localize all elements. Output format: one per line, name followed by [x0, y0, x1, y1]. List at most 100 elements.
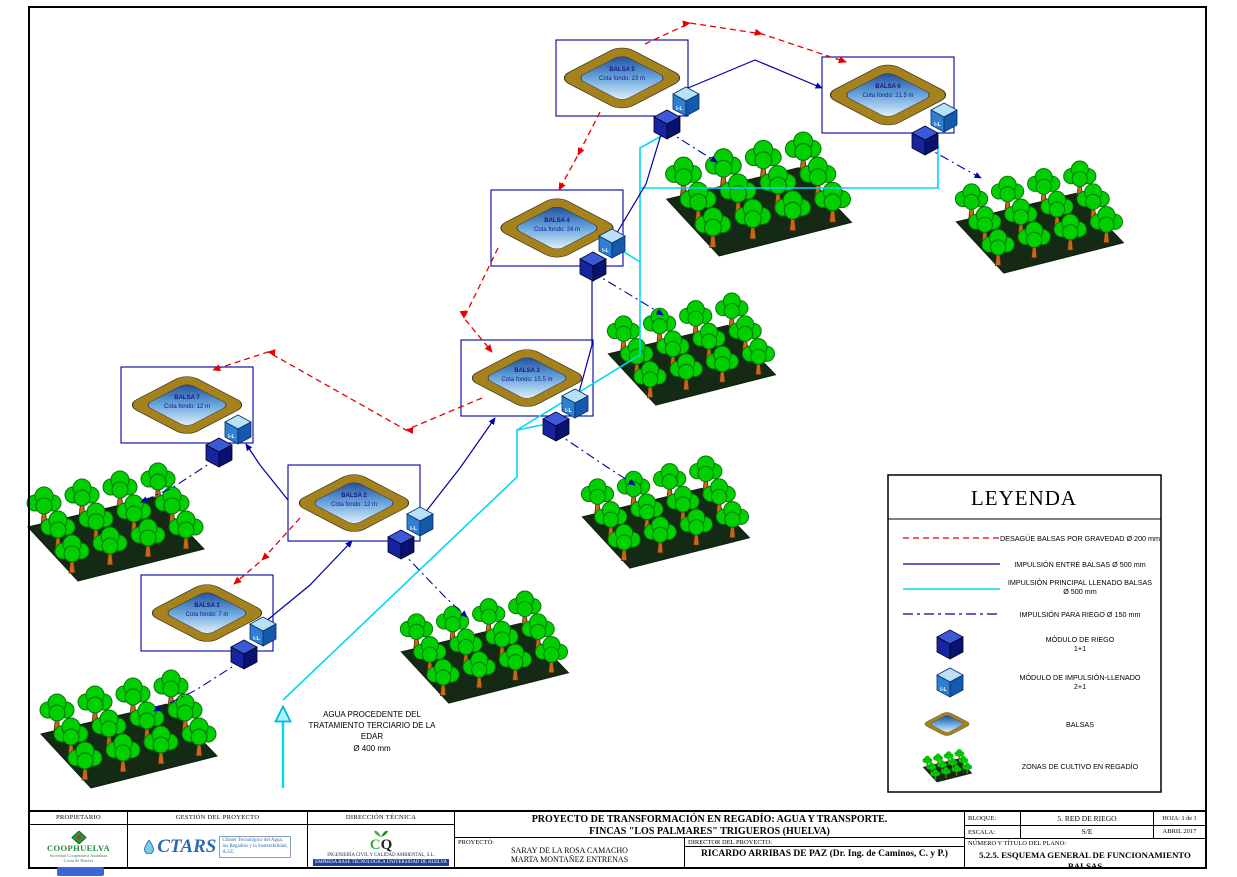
- bloque-value: 5. RED DE RIEGO: [1021, 812, 1154, 826]
- desague-balsa2-balsa1: [233, 517, 301, 585]
- impulsion-balsa1-balsa2: [264, 540, 353, 623]
- cq-letter-c: C: [369, 836, 381, 853]
- proyecto-label: PROYECTÓ:: [458, 839, 495, 846]
- riego-pipes: [140, 129, 982, 712]
- propietario-header: PROPIETARIO: [30, 812, 128, 825]
- title-block: PROPIETARIO GESTIÓN DEL PROYECTO DIRECCI…: [30, 810, 1205, 869]
- legend-item-sub: 1+1: [1074, 644, 1086, 653]
- crop-zone: [40, 670, 217, 788]
- project-title-line1: PROYECTO DE TRANSFORMACIÓN EN REGADÍO: A…: [531, 814, 888, 825]
- impulsion-balsa2-balsa7: [245, 443, 289, 501]
- balsa-cota: Cota fondo: 12 m: [331, 502, 377, 508]
- hoja-cell: HOJA: 1 de 1: [1154, 812, 1205, 826]
- balsa-name: BALSA 6: [875, 84, 901, 90]
- riego-balsa4: [591, 271, 664, 316]
- proyecto-name: MARTA MONTAÑEZ ENTRENAS: [510, 855, 629, 864]
- principal-branch-balsa4: [620, 249, 641, 263]
- riego-balsa2: [399, 549, 468, 618]
- impulsion-loops: [120, 39, 955, 652]
- balsa-name: BALSA 2: [341, 493, 367, 499]
- cq-university-line: EMPRESA BASE TECNOLÓGICA UNIVERSIDAD DE …: [313, 858, 449, 866]
- bottom-left-blue-mark: [57, 867, 104, 876]
- crop-zone: [666, 132, 852, 256]
- plano-label: NÚMERO Y TÍTULO DEL PLANO:: [968, 840, 1067, 847]
- ctars-logo: CTARS Clúster Tecnológico del Agua, los …: [128, 825, 308, 869]
- legend-item-label: IMPULSIÓN PARA RIEGO Ø 150 mm: [1020, 610, 1141, 619]
- principal-trunk: [282, 423, 548, 701]
- direccion-header: DIRECCIÓN TÉCNICA: [308, 812, 455, 825]
- balsa-name: BALSA 4: [544, 218, 570, 224]
- coophuelva-logo-icon: [70, 831, 87, 844]
- balsa-cota: Cota fondo: 7 m: [186, 612, 229, 618]
- balsa-3: BALSA 3 Cota fondo: 15.5 m: [465, 345, 589, 411]
- impulsion-balsa3-balsa4: [577, 266, 596, 397]
- crop-zone: [581, 456, 749, 568]
- loop-balsa-5: [555, 39, 689, 117]
- legend-item-label: MÓDULO DE RIEGO: [1046, 635, 1115, 644]
- desague-balsa5-balsa6: [644, 20, 847, 64]
- loop-balsa-1: [140, 574, 274, 652]
- legend-frame: [887, 474, 1162, 793]
- director-name: RICARDO ARRIBAS DE PAZ (Dr. Ing. de Cami…: [701, 849, 948, 859]
- desague-pipes: [212, 20, 847, 585]
- balsa-5: BALSA 5 Cota fondo: 23 m: [557, 44, 687, 112]
- riego-balsa5: [665, 129, 718, 163]
- coophuelva-sub: Costa de Huelva: [63, 858, 94, 863]
- legend-item-label: MÓDULO DE IMPULSIÓN-LLENADO: [1019, 673, 1140, 682]
- balsa-cota: Cota fondo: 15.5 m: [501, 377, 552, 383]
- riego-balsa3: [554, 431, 636, 486]
- loop-balsa-3: [460, 339, 594, 417]
- balsa-name: BALSA 5: [609, 67, 635, 73]
- impulsion-balsa4-balsa5: [614, 117, 668, 237]
- riego-balsa6: [923, 145, 982, 179]
- balsa-cota: Cota fondo: 12 m: [164, 404, 210, 410]
- balsa-name: BALSA 1: [194, 603, 220, 609]
- legend-item-sub: 2+1: [1074, 682, 1086, 691]
- legend-item-sub: Ø 500 mm: [1063, 587, 1097, 596]
- proyecto-name: SARAY DE LA ROSA CAMACHO: [511, 846, 628, 855]
- coophuelva-logo: COOPHUELVA Sociedad Cooperativa Andaluza…: [30, 825, 128, 869]
- legend-title: LEYENDA: [971, 486, 1077, 510]
- loop-balsa-4: [490, 189, 624, 267]
- desague-balsa4-balsa3: [459, 247, 499, 353]
- hoja-value: 1 de 1: [1181, 815, 1197, 822]
- plano-value: 5.2.5. ESQUEMA GENERAL DE FUNCIONAMIENTO…: [979, 850, 1191, 869]
- inflow-note-line: TRATAMIENTO TERCIARIO DE LA: [309, 721, 437, 730]
- fecha-value: ABRIL 2017: [1154, 826, 1205, 839]
- modules-balsa-5: [654, 87, 699, 139]
- ctars-sub-line: Clúster Tecnológico del Agua,: [222, 838, 284, 843]
- ctars-sub-line: los Regadíos y la Sostenibilidad,: [222, 844, 288, 849]
- legend-item-label: ZONAS DE CULTIVO EN REGADÍO: [1022, 762, 1139, 771]
- balsa-cota: Cota fondo: 23 m: [599, 76, 645, 82]
- cq-letters: CQ: [370, 837, 393, 853]
- legend-item-label: DESAGÜE BALSAS POR GRAVEDAD Ø 200 mm: [1000, 534, 1160, 543]
- project-title-line2: FINCAS "LOS PALMARES" TRIGUEROS (HUELVA): [589, 826, 830, 837]
- ctars-name: CTARS: [157, 836, 217, 857]
- gestion-header: GESTIÓN DEL PROYECTO: [128, 812, 308, 825]
- leaves-icon: [374, 830, 388, 837]
- crop-zone: [27, 463, 204, 581]
- legend-item-label: IMPULSIÓN PRINCIPAL LLENADO BALSAS: [1008, 578, 1152, 587]
- bloque-label: BLOQUE:: [965, 812, 1021, 826]
- proyecto-cell: PROYECTÓ: SARAY DE LA ROSA CAMACHO MARTA…: [455, 838, 685, 869]
- balsa-7: BALSA 7 Cota fondo: 12 m: [125, 372, 249, 438]
- principal-pipes: [282, 127, 939, 788]
- balsa-1: BALSA 1 Cota fondo: 7 m: [145, 580, 269, 646]
- riego-balsa7: [140, 457, 219, 503]
- inflow-note-line: EDAR: [361, 732, 383, 741]
- crop-zone: [607, 293, 775, 405]
- director-cell: DIRECTOR DEL PROYECTO: RICARDO ARRIBAS D…: [685, 838, 965, 869]
- ctars-sub-line: A.I.E.: [222, 850, 235, 855]
- inflow-note: AGUA PROCEDENTE DEL TRATAMIENTO TERCIARI…: [309, 710, 437, 753]
- balsa-4: BALSA 4 Cota fondo: 24 m: [494, 195, 620, 261]
- coophuelva-name: COOPHUELVA: [46, 843, 111, 853]
- legend-item-label: BALSAS: [1066, 720, 1094, 729]
- impulsion-balsa5-balsa6: [687, 59, 823, 89]
- cq-letter-q: Q: [380, 836, 393, 853]
- desague-balsa5-balsa4: [558, 111, 601, 191]
- desague-balsa3-balsa7: [212, 349, 483, 435]
- escala-label: ESCALA:: [965, 826, 1021, 839]
- principal-riser: [516, 188, 641, 431]
